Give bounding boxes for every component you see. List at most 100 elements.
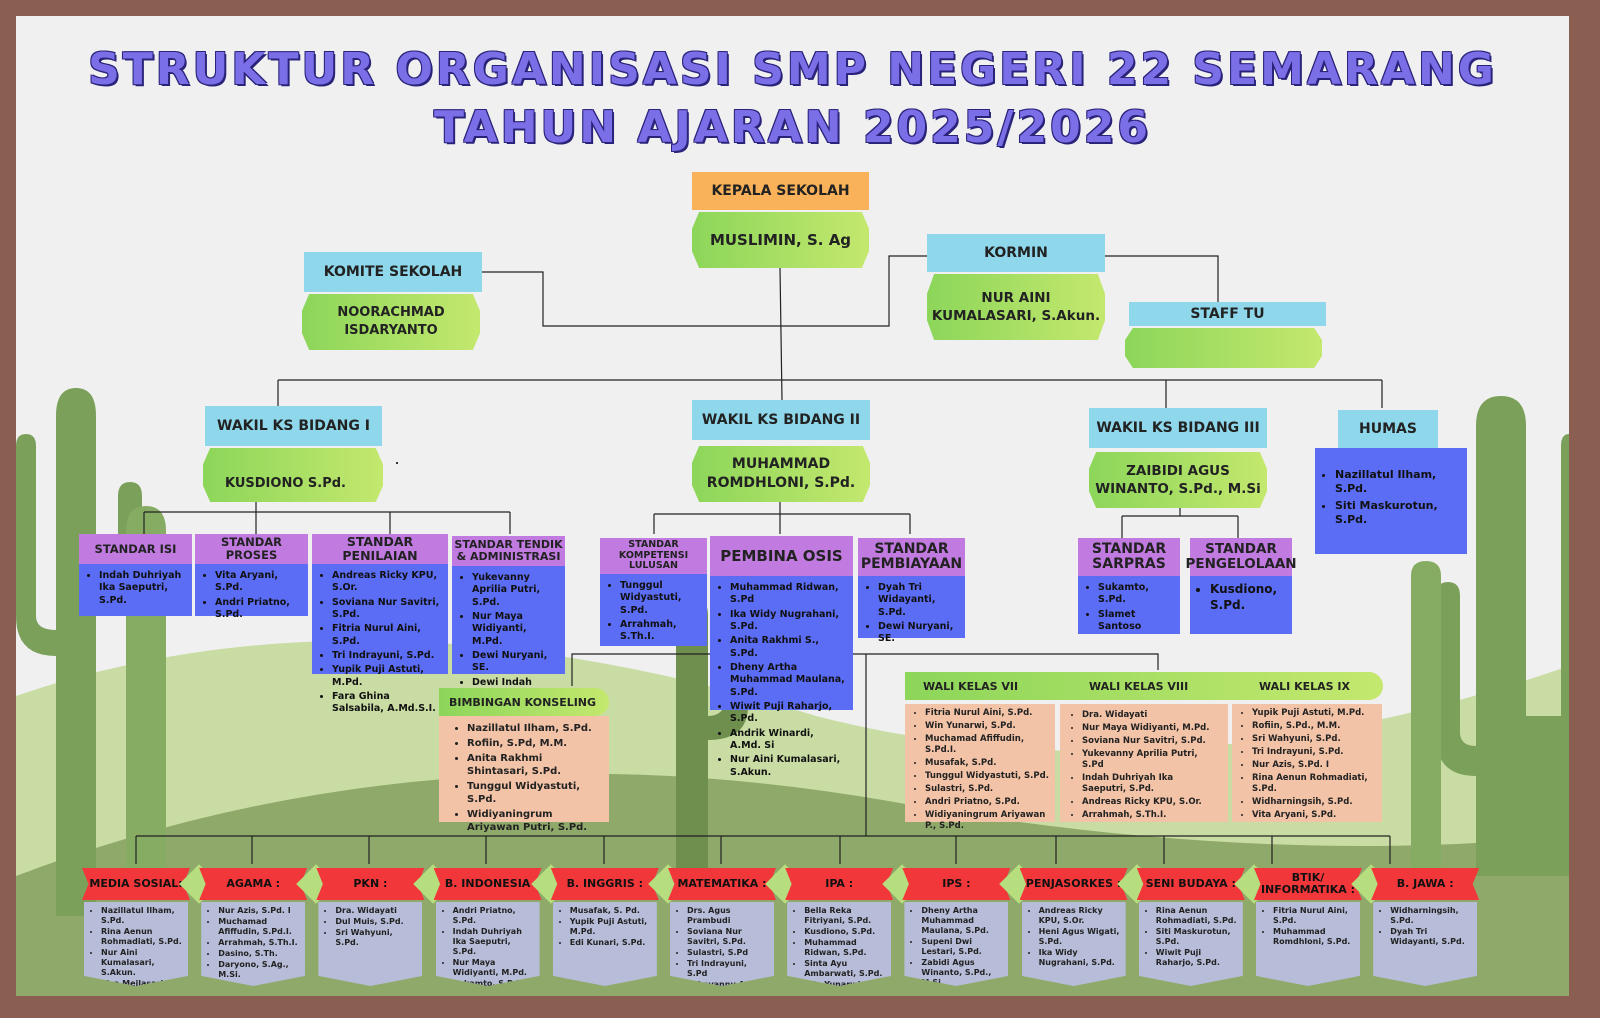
member-item: Indah Duhriyah Ika Saeputri, S.Pd.: [99, 570, 186, 607]
subject-member-list: Nur Azis, S.Pd. IMuchamad Afiffudin, S.P…: [201, 902, 306, 986]
wali-kelas-viii-header: WALI KELAS VIII: [1089, 679, 1189, 693]
member-item: Fitria Nurul Aini, S.Pd.: [332, 623, 442, 648]
member-item: Anita Rakhmi S., S.Pd.: [730, 635, 847, 660]
member-item: Nur Azis, S.Pd. I: [1252, 760, 1376, 771]
member-item: Nazillatul Ilham, S.Pd.: [101, 906, 182, 926]
member-item: Vita Aryani, S.Pd.: [215, 570, 302, 595]
member-item: Nazillatul Ilham, S.Pd.: [467, 722, 601, 735]
standar-pembiayaan-header: STANDAR PEMBIAYAAN: [858, 538, 965, 576]
member-item: Indah Duhriyah Ika Saeputri, S.Pd.: [1082, 773, 1220, 795]
wakil-3-header: WAKIL KS BIDANG III: [1089, 408, 1267, 448]
wakil-3-name: ZAIBIDI AGUS WINANTO, S.Pd., M.Si: [1089, 452, 1267, 508]
komite-sekolah-header: KOMITE SEKOLAH: [304, 252, 482, 292]
standar-kompetensi-header: STANDAR KOMPETENSI LULUSAN: [600, 538, 707, 574]
standar-pengelolaan-header: STANDAR PENGELOLAAN: [1185, 538, 1297, 576]
member-item: Ika Widy Nugrahani, S.Pd.: [730, 609, 847, 634]
subject-member-list: Bella Reka Fitriyani, S.Pd.Kusdiono, S.P…: [787, 902, 892, 986]
member-item: Andreas Ricky KPU, S.Or.: [332, 570, 442, 595]
kormin-name: NUR AINI KUMALASARI, S.Akun.: [927, 274, 1105, 340]
standar-isi-list: Indah Duhriyah Ika Saeputri, S.Pd.: [79, 564, 192, 616]
member-item: Drs. Agus Prambudi: [687, 906, 768, 926]
subject-member-list: Nazillatul Ilham, S.Pd.Rina Aenun Rohmad…: [84, 902, 188, 986]
member-item: Yupik Puji Astuti, M.Pd.: [1252, 708, 1376, 719]
pembina-osis-header: PEMBINA OSIS: [710, 536, 853, 576]
member-item: Heni Agus Wigati, S.Pd.: [1039, 927, 1120, 947]
member-item: Andri Priatno, S.Pd.: [453, 906, 534, 926]
member-item: Soviana Nur Savitri, S.Pd.: [687, 927, 768, 947]
member-item: Rina Aenun Rohmadiati, S.Pd.: [1156, 906, 1237, 926]
subject-member-list: Andri Priatno, S.Pd.Indah Duhriyah Ika S…: [435, 902, 540, 986]
member-item: Muchamad Afiffudin, S.Pd.I.: [925, 734, 1049, 756]
member-item: Muhammad Romdhloni, S.Pd.: [1273, 927, 1354, 947]
standar-proses-header: STANDAR PROSES: [195, 534, 308, 564]
bimbingan-konseling-list: Nazillatul Ilham, S.Pd. Rofiin, S.Pd, M.M…: [439, 716, 609, 833]
subject-member-list: Dheny Artha Muhammad Maulana, S.Pd.Supen…: [904, 902, 1009, 986]
kepala-sekolah-name: MUSLIMIN, S. Ag: [692, 212, 869, 268]
standar-proses-list: Vita Aryani, S.Pd.Andri Priatno, S.Pd.: [195, 564, 308, 620]
stray-dot: [396, 462, 398, 464]
member-item: Dra. Widayati: [1082, 710, 1220, 721]
member-item: Wiwit Puji Raharjo, S.Pd.: [1156, 948, 1237, 968]
humas-header: HUMAS: [1338, 410, 1438, 448]
standar-tendik-list: Yukevanny Aprilia Putri, S.Pd.Nur Maya W…: [452, 566, 565, 712]
member-item: Rofiin, S.Pd, M.M.: [467, 737, 601, 750]
member-item: Edi Kunari, S.Pd.: [570, 938, 651, 948]
member-item: Sulastri, S.Pd: [687, 948, 768, 958]
member-item: Tri Indrayuni, S.Pd: [687, 959, 768, 979]
subject-member-list: Musafak, S. Pd.Yupik Puji Astuti, M.Pd.E…: [552, 902, 657, 986]
member-item: Dheny Artha Muhammad Maulana, S.Pd.: [730, 662, 847, 699]
member-item: Andreas Ricky KPU, S.Or.: [1039, 906, 1120, 926]
member-item: Rina Aenun Rohmadiati, S.Pd.: [1252, 773, 1376, 795]
subject-banner: PKN :: [316, 868, 425, 900]
subject-banner: BTIK/ INFORMATIKA :: [1254, 868, 1362, 900]
member-item: Dewi Nuryani, SE.: [472, 650, 559, 675]
member-item: Widiyaningrum Ariyawan P., S.Pd.: [925, 810, 1049, 832]
wali-kelas-ix-header: WALI KELAS IX: [1259, 679, 1350, 693]
member-item: Dyah Tri Widayanti, S.Pd.: [878, 582, 959, 619]
member-item: Tunggul Widyastuti, S.Pd.: [620, 580, 701, 617]
member-item: Slamet Santoso: [1098, 609, 1174, 634]
member-item: Win Yunarwi, S.Pd: [804, 980, 885, 986]
member-item: Andreas Ricky KPU, S.Or.: [1082, 797, 1220, 808]
bimbingan-konseling-header: BIMBINGAN KONSELING: [439, 688, 609, 716]
standar-isi-header: STANDAR ISI: [79, 534, 192, 564]
member-item: Yukevanny Aprilia Putri, S.Pd: [1082, 749, 1220, 771]
subject-member-list: Widharningsih, S.Pd.Dyah Tri Widayanti, …: [1373, 902, 1478, 986]
subject-member-list: Dra. WidayatiDul Muis, S.Pd.Sri Wahyuni,…: [318, 902, 423, 986]
member-item: Yukevanny Aprilia Putri, S.Pd.: [472, 572, 559, 609]
wali-kelas-ix-list: Yupik Puji Astuti, M.Pd. Rofiin, S.Pd., M…: [1232, 704, 1382, 822]
member-item: Sulastri, S.Pd.: [925, 784, 1049, 795]
member-item: Tunggul Widyastuti, S.Pd.: [925, 771, 1049, 782]
member-item: Musafak, S. Pd.: [570, 906, 651, 916]
member-item: Nur Maya Widiyanti, M.Pd.: [453, 958, 534, 978]
member-item: Andrik Winardi, A.Md. Si: [730, 728, 847, 753]
subject-member-list: Andreas Ricky KPU, S.Or.Heni Agus Wigati…: [1021, 902, 1126, 986]
standar-pembiayaan-list: Dyah Tri Widayanti, S.Pd.Dewi Nuryani, S…: [858, 576, 965, 644]
cactus-far-right: [1411, 561, 1441, 876]
wali-kelas-vii-list: Fitria Nurul Aini, S.Pd.Win Yunarwi, S.P…: [905, 704, 1055, 831]
subject-banner: IPA :: [785, 868, 894, 900]
member-item: Fara Ghina Salsabila, A.Md.S.I.: [332, 691, 442, 716]
standar-tendik-header: STANDAR TENDIK & ADMINISTRASI: [452, 536, 565, 566]
member-item: Kusdiono, S.Pd.: [1210, 582, 1286, 613]
wakil-1-name: KUSDIONO S.Pd.: [203, 448, 383, 502]
member-item: Sri Wahyuni, S.Pd.: [335, 928, 416, 948]
chart-board: STRUKTUR ORGANISASI SMP NEGERI 22 SEMARA…: [16, 16, 1569, 996]
member-item: Sinta Ayu Ambarwati, S.Pd.: [804, 959, 885, 979]
standar-penilaian-header: STANDAR PENILAIAN: [312, 534, 448, 564]
member-item: Widiyaningrum Ariyawan Putri, S.Pd.: [467, 808, 601, 834]
cactus-left: [16, 388, 142, 916]
member-item: Tri Indrayuni, S.Pd.: [1252, 747, 1376, 758]
subject-member-list: Drs. Agus PrambudiSoviana Nur Savitri, S…: [670, 902, 774, 986]
member-item: Vita Aryani, S.Pd.: [1252, 810, 1376, 821]
standar-pengelolaan-list: Kusdiono, S.Pd.: [1190, 576, 1292, 634]
member-item: Tunggul Widyastuti, S.Pd.: [467, 780, 601, 806]
member-item: Nazillatul Ilham, S.Pd.: [1335, 468, 1461, 497]
member-item: Nur Aini Kumalasari, S.Akun.: [101, 948, 182, 978]
member-item: Yupik Puji Astuti, M.Pd.: [570, 917, 651, 937]
member-item: Fitria Nurul Aini, S.Pd.: [1273, 906, 1354, 926]
member-item: Nur Azis, S.Pd. I: [218, 906, 299, 916]
wali-kelas-header-bar: WALI KELAS VII WALI KELAS VIII WALI KELA…: [905, 672, 1383, 700]
subject-member-list: Fitria Nurul Aini, S.Pd.Muhammad Romdhlo…: [1256, 902, 1360, 986]
member-item: Rofiin, S.Pd., M.M.: [1252, 721, 1376, 732]
